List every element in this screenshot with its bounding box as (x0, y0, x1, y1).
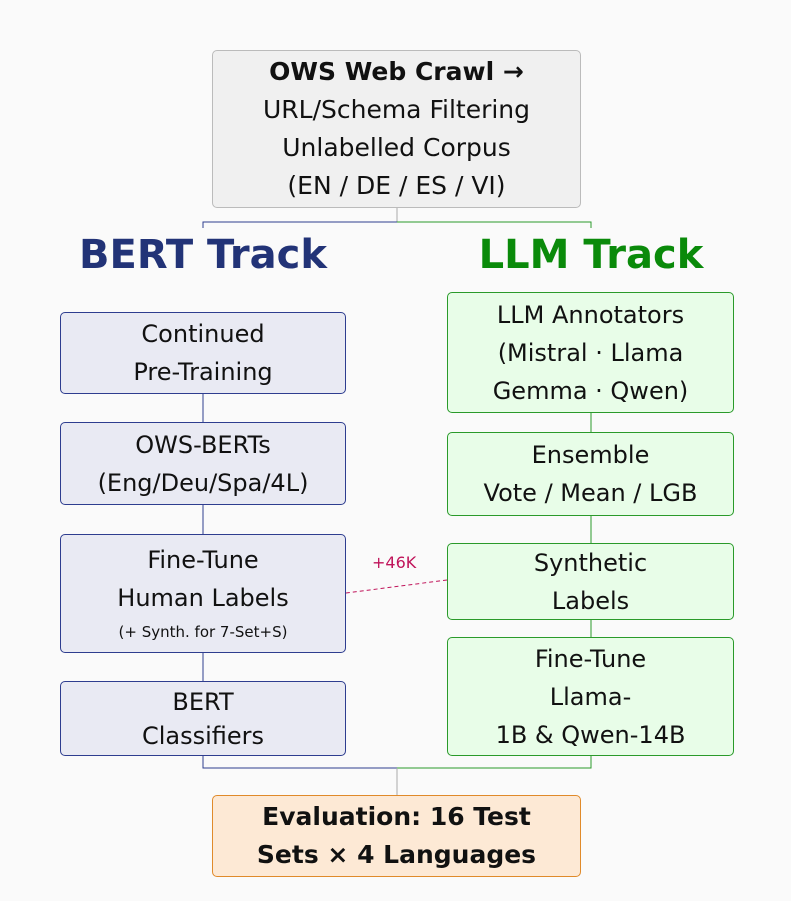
step-line: BERT (172, 687, 234, 716)
bert-step-classifiers: BERT Classifiers (60, 681, 346, 756)
connector-to-bert (202, 221, 397, 228)
evaluation-box: Evaluation: 16 Test Sets × 4 Languages (212, 795, 581, 877)
source-line: URL/Schema Filtering (262, 95, 531, 124)
step-line: (Mistral · Llama (497, 338, 684, 367)
bert-step-ows-berts: OWS-BERTs (Eng/Deu/Spa/4L) (60, 422, 346, 505)
source-box: OWS Web Crawl → URL/Schema Filtering Unl… (212, 50, 581, 208)
eval-line: Evaluation: 16 Test (262, 802, 531, 831)
connector-bert-to-eval (202, 756, 397, 769)
llm-step-synthetic-labels: Synthetic Labels (447, 543, 734, 620)
step-line: Continued (141, 320, 265, 348)
step-line: LLM Annotators (496, 300, 685, 329)
connector-to-llm (397, 221, 592, 228)
step-line: (Eng/Deu/Spa/4L) (97, 468, 309, 497)
llm-step-finetune: Fine-Tune Llama- 1B & Qwen-14B (447, 637, 734, 756)
connector-llm-to-eval (397, 756, 592, 769)
step-line: Llama- (549, 682, 632, 711)
source-title: OWS Web Crawl → (269, 57, 524, 86)
step-line: Fine-Tune (147, 545, 259, 574)
source-line: (EN / DE / ES / VI) (287, 171, 506, 200)
step-line: Human Labels (117, 583, 289, 612)
step-line: Vote / Mean / LGB (483, 479, 698, 507)
eval-line: Sets × 4 Languages (256, 840, 537, 869)
synthetic-link-dashed (345, 579, 448, 594)
llm-step-annotators: LLM Annotators (Mistral · Llama Gemma · … (447, 292, 734, 413)
step-note: (+ Synth. for 7-Set+S) (118, 622, 288, 641)
step-line: Ensemble (531, 441, 650, 469)
step-line: Pre-Training (133, 358, 273, 386)
bert-track-title: BERT Track (79, 232, 327, 278)
step-line: Synthetic (533, 548, 648, 577)
bert-step-pretraining: Continued Pre-Training (60, 312, 346, 394)
step-line: Labels (551, 586, 630, 615)
synthetic-link-label: +46K (372, 553, 417, 572)
step-line: Classifiers (141, 721, 265, 750)
step-line: Fine-Tune (534, 644, 647, 673)
step-line: OWS-BERTs (135, 430, 271, 459)
llm-track-title: LLM Track (478, 232, 704, 278)
source-line: Unlabelled Corpus (282, 133, 511, 162)
llm-step-ensemble: Ensemble Vote / Mean / LGB (447, 432, 734, 516)
step-line: Gemma · Qwen) (492, 376, 689, 405)
step-line: 1B & Qwen-14B (495, 720, 686, 749)
bert-step-finetune: Fine-Tune Human Labels (+ Synth. for 7-S… (60, 534, 346, 653)
